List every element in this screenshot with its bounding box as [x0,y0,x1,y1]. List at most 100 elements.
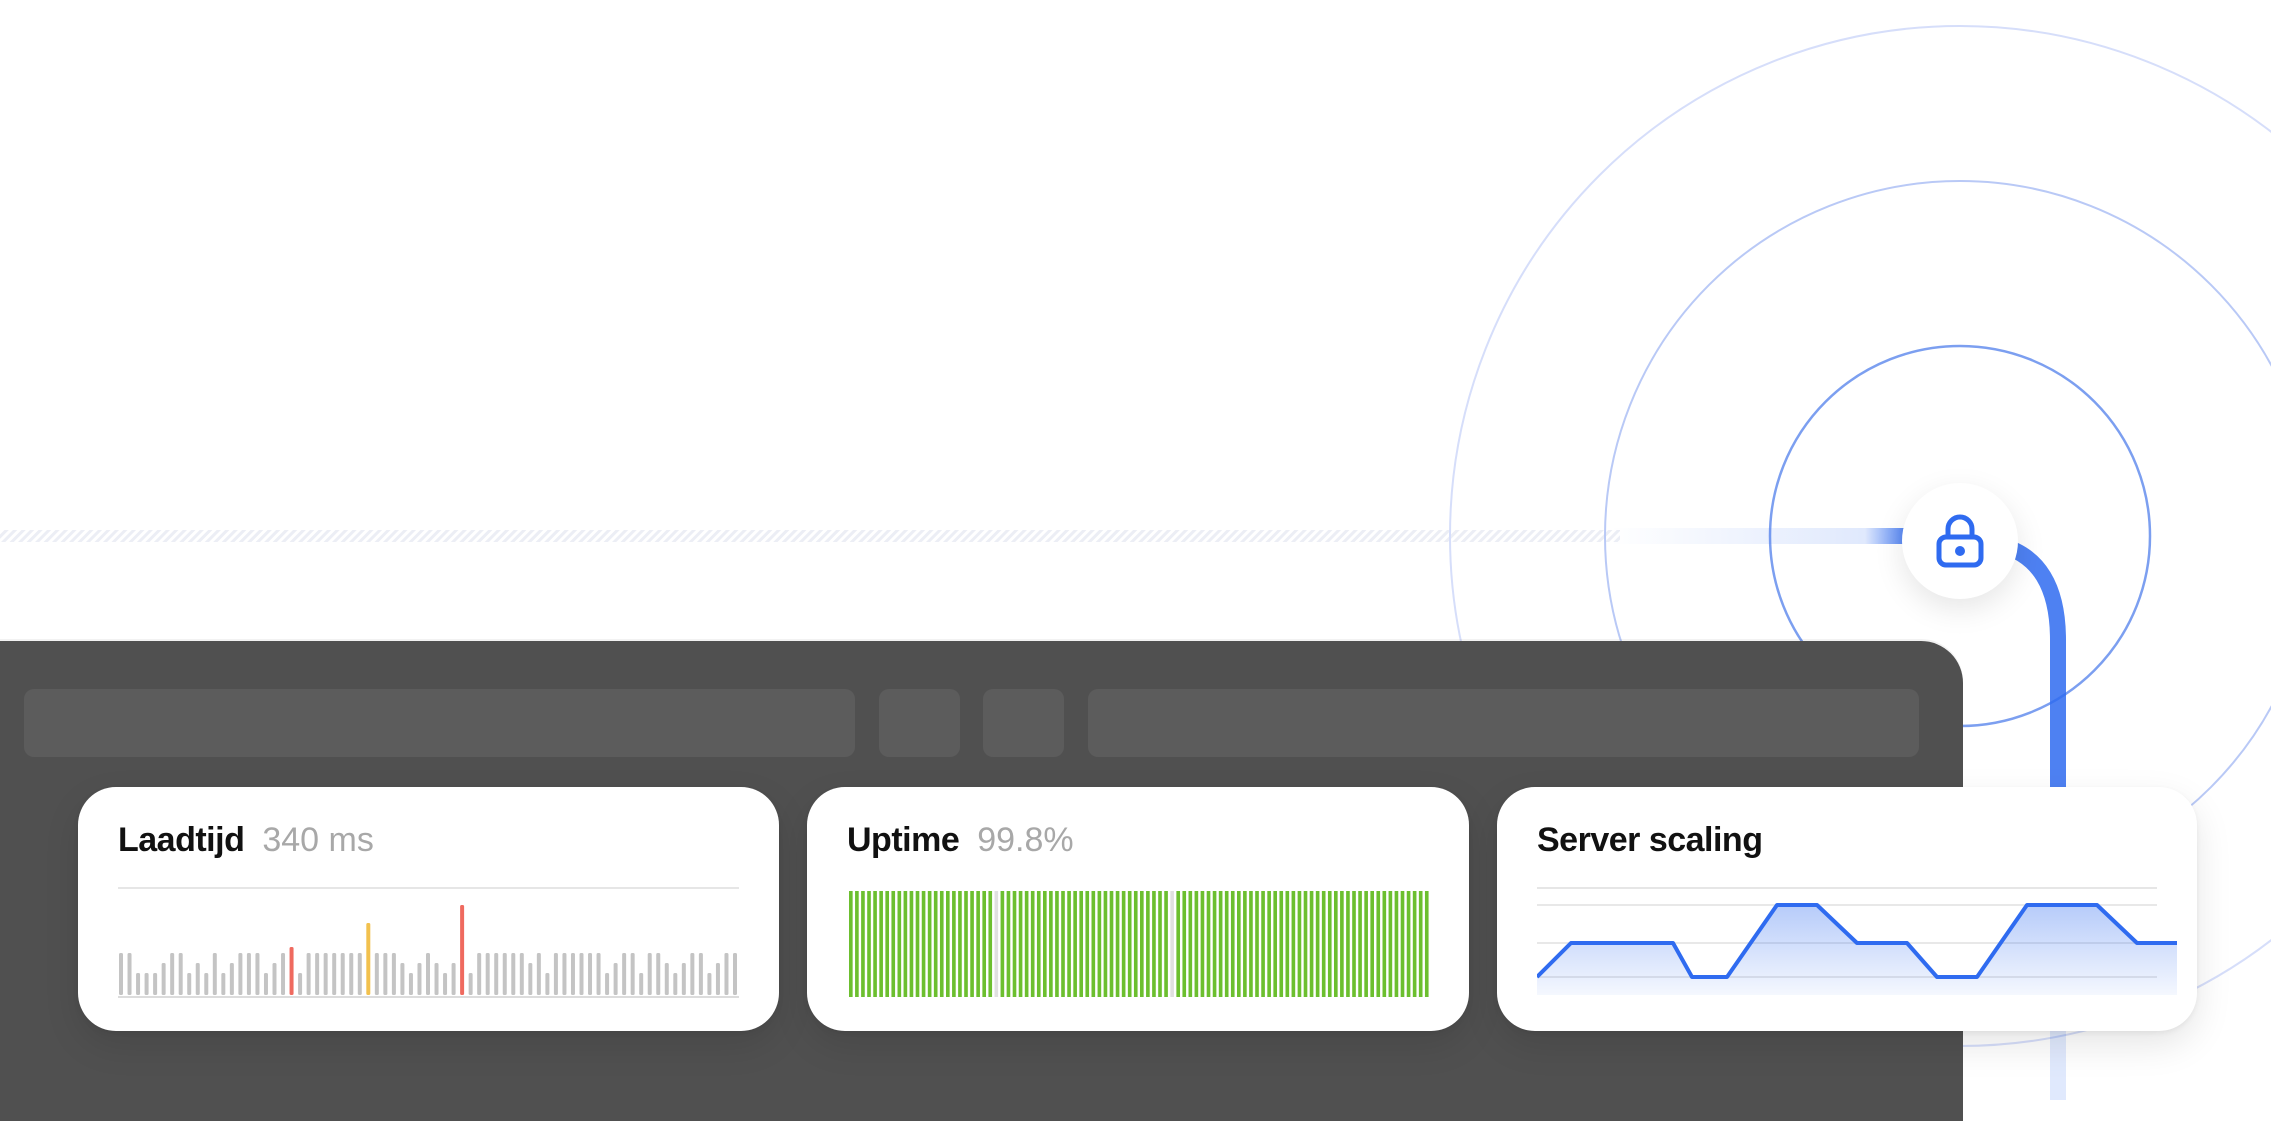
uptime-bar [1303,891,1308,997]
uptime-bar [1334,891,1338,997]
load-time-bar [502,953,507,995]
load-time-bar [707,973,712,995]
uptime-bar [1158,891,1162,997]
uptime-bar [1164,891,1168,997]
uptime-bar [958,891,962,997]
server-scaling-card: Server scaling [1497,787,2197,1031]
load-time-bar [272,963,277,995]
load-time-bar [204,973,209,995]
load-time-bar [229,963,234,995]
uptime-bar [994,891,999,997]
uptime-bar [885,891,890,997]
uptime-bar [939,891,944,997]
uptime-bar [1176,891,1181,997]
uptime-bar [1382,891,1387,997]
connection-line-horizontal [1610,528,1910,544]
load-time-bar [170,953,175,995]
uptime-bar [879,891,883,997]
scaling-line [1537,903,2177,979]
uptime-bar [1200,891,1205,997]
uptime-bar [982,891,987,997]
uptime-bar [915,891,920,997]
uptime-bar [903,891,908,997]
uptime-bar [1006,891,1011,997]
uptime-bar [1255,891,1259,997]
load-time-bar [434,963,439,995]
load-time-bar [536,953,541,995]
uptime-bar [1079,891,1084,997]
uptime-bar [1146,891,1150,997]
uptime-bar [1315,891,1320,997]
load-time-bar [187,973,192,995]
uptime-bar [1097,891,1102,997]
uptime-bar [1327,891,1332,997]
load-time-bar [349,953,354,995]
load-time-bar [221,973,226,995]
load-time-bar [673,973,678,995]
load-time-card: Laadtijd 340 ms [78,787,779,1031]
scaling-area-fill [1537,905,2177,995]
load-time-bar [417,963,422,995]
uptime-bar [891,891,896,997]
uptime-bar [927,891,932,997]
uptime-bar [1188,891,1193,997]
uptime-bar [1412,891,1417,997]
toolbar-placeholder-search [1088,689,1919,757]
load-time-bar [246,953,251,995]
load-time-bar [323,953,328,995]
uptime-bar [1061,891,1065,997]
uptime-bar [1170,891,1174,997]
load-time-bar [212,953,217,995]
load-time-bar [715,963,720,995]
uptime-bar [1036,891,1041,997]
load-time-bar [733,953,737,995]
uptime-bar-chart [849,891,1429,997]
load-time-bar [588,953,593,995]
uptime-bar [1243,891,1247,997]
uptime-bar [1418,891,1423,997]
uptime-bar [1340,891,1344,997]
uptime-bar [976,891,980,997]
uptime-bar [1115,891,1120,997]
uptime-bar [1249,891,1253,997]
server-scaling-area-chart [1537,903,2177,995]
uptime-bar [1400,891,1405,997]
uptime-bar [1376,891,1381,997]
uptime-bar [873,891,877,997]
load-time-bar [340,953,345,995]
uptime-bar [1121,891,1126,997]
load-time-divider [118,887,739,889]
load-time-bar [315,953,320,995]
uptime-bar [1261,891,1265,997]
load-time-bar [468,973,473,995]
uptime-bar [1073,891,1077,997]
uptime-bar [1279,891,1284,997]
uptime-bar [867,891,871,997]
uptime-bar [1352,891,1356,997]
load-time-bar [622,953,627,995]
uptime-bar [1140,891,1144,997]
uptime-bar [1321,891,1326,997]
load-time-bar [477,953,482,995]
uptime-bar [1364,891,1368,997]
load-time-bar [263,973,268,995]
uptime-bar [946,891,950,997]
load-time-bar [238,953,243,995]
uptime-bar [1194,891,1199,997]
uptime-bar [1182,891,1187,997]
uptime-bar [1291,891,1296,997]
load-time-bar [639,973,644,995]
server-scaling-title: Server scaling [1537,821,1763,859]
load-time-bar [374,953,379,995]
load-time-bar [460,905,465,995]
uptime-bar [1133,891,1138,997]
uptime-bar [933,891,938,997]
load-time-bar [400,963,405,995]
uptime-bar [1000,891,1005,997]
load-time-bar-chart [118,905,739,998]
load-time-bar [332,953,337,995]
load-time-bar [630,953,635,995]
uptime-bar [1024,891,1029,997]
load-time-bar [298,973,303,995]
uptime-bar [849,891,853,997]
